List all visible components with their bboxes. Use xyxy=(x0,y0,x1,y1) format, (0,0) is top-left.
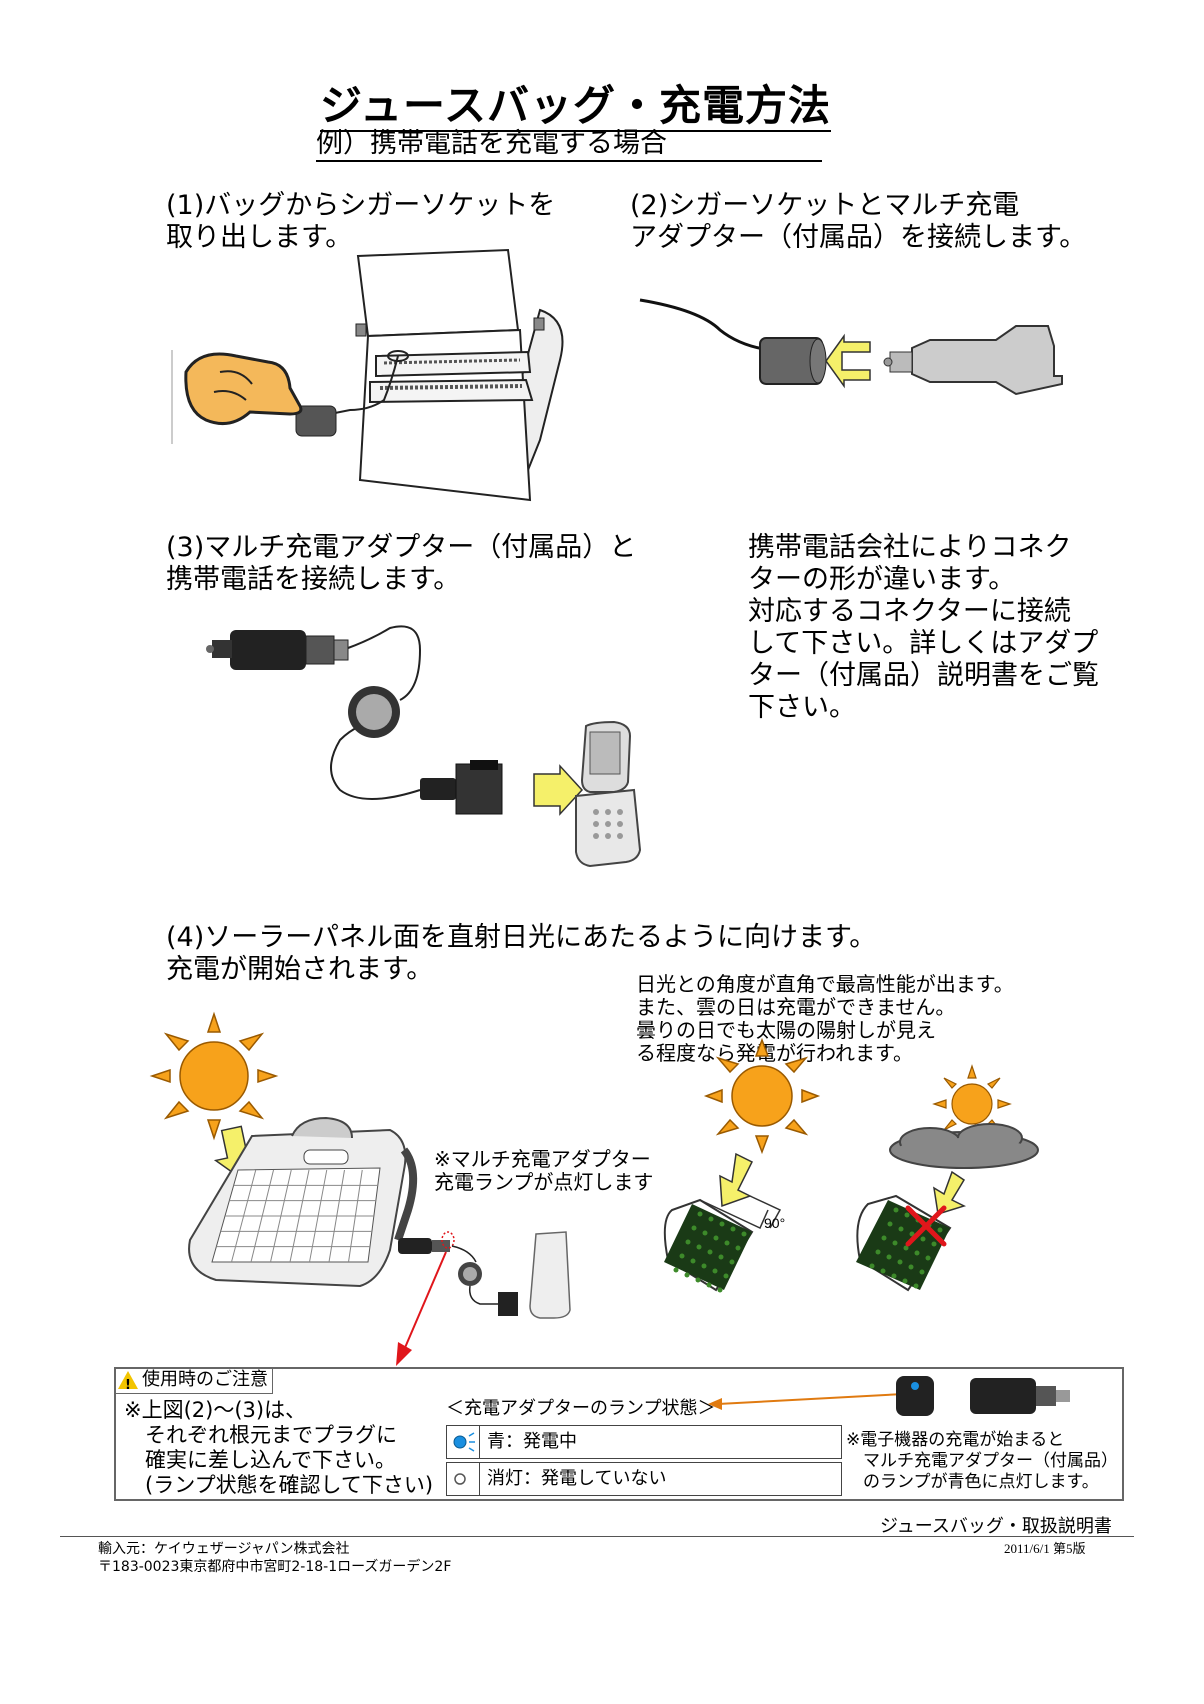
lamp-blue-icon xyxy=(447,1426,480,1458)
lamp-off-icon xyxy=(447,1463,480,1495)
caution-body: ※上図(2)〜(3)は、 それぞれ根元までプラグに 確実に差し込んで下さい。 (… xyxy=(124,1398,434,1497)
hand-icon xyxy=(184,352,303,426)
caution-box xyxy=(114,1367,1124,1501)
lamp-state-row: 消灯：発電していない xyxy=(446,1462,842,1496)
sun-icon xyxy=(149,1011,279,1141)
lamp-state-row: 青：発電中 xyxy=(446,1425,842,1459)
car-adapter-icon xyxy=(206,630,349,670)
cloud-icon xyxy=(889,1123,1039,1169)
step-2-text: (2)シガーソケットとマルチ充電 アダプター（付属品）を接続します。 xyxy=(630,190,1087,253)
lamp-state-title: ＜充電アダプターのランプ状態＞ xyxy=(446,1398,716,1419)
warning-icon xyxy=(118,1371,138,1399)
page-subtitle: 例）携帯電話を充電する場合 xyxy=(316,128,822,163)
sun-icon xyxy=(703,1037,821,1155)
step-4-text: (4)ソーラーパネル面を直射日光にあたるように向けます。 充電が開始されます。 xyxy=(166,922,877,985)
lamp-right-note: ※電子機器の充電が始まると マルチ充電アダプター（付属品） のランプが青色に点灯… xyxy=(846,1430,1118,1492)
mobile-phone-icon xyxy=(575,720,642,868)
footer-divider xyxy=(60,1536,1134,1537)
lamp-note: ※マルチ充電アダプター 充電ランプが点灯します xyxy=(434,1147,654,1194)
angle-label: 90° xyxy=(764,1215,785,1231)
connector-note: 携帯電話会社によりコネク ターの形が違います。 対応するコネクターに接続 して下… xyxy=(748,532,1099,723)
footer-date-version: 2011/6/1 第5版 xyxy=(1004,1541,1086,1556)
footer-importer: 輸入元：ケイウェザージャパン株式会社 xyxy=(98,1541,350,1557)
page-title: ジュースバッグ・充電方法 xyxy=(320,81,831,133)
caution-heading: 使用時のご注意 xyxy=(114,1367,273,1399)
car-adapter-icon xyxy=(970,1378,1070,1414)
sun-note: 日光との角度が直角で最高性能が出ます。 また、雲の日は充電ができません。 曇りの… xyxy=(636,972,1014,1065)
footer-doc-name: ジュースバッグ・取扱説明書 xyxy=(880,1516,1112,1537)
step-1-text: (1)バッグからシガーソケットを 取り出します。 xyxy=(166,190,556,253)
sun-icon xyxy=(932,1064,1012,1144)
footer-address: 〒183-0023東京都府中市宮町2-18-1ローズガーデン2F xyxy=(98,1559,452,1575)
step-3-text: (3)マルチ充電アダプター（付属品）と 携帯電話を接続します。 xyxy=(166,532,637,595)
not-allowed-icon xyxy=(905,1205,947,1247)
